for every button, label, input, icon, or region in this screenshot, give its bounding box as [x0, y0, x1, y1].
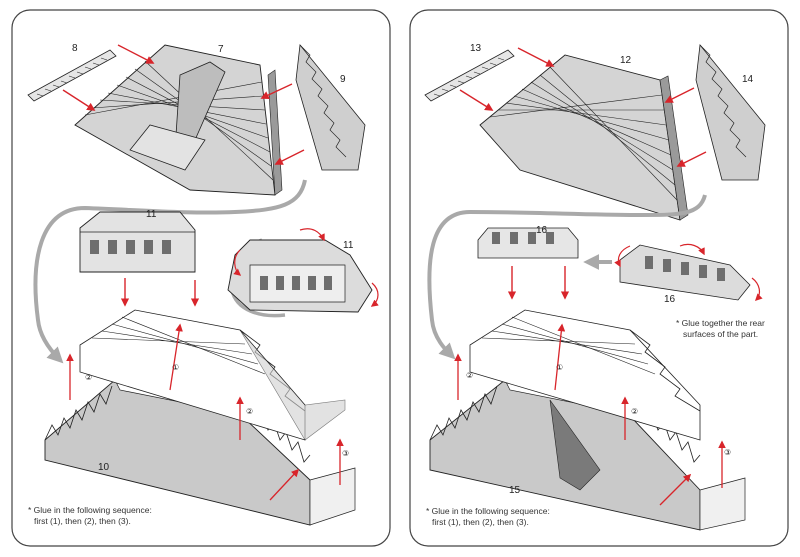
part-16b-box	[619, 244, 751, 301]
left-flow-arrow	[33, 179, 307, 364]
left-curl-arrows	[233, 228, 379, 307]
step-3-marker-right: ③	[724, 448, 731, 457]
left-note-line-1: * Glue in the following sequence:	[28, 505, 152, 515]
left-panel: 8 7 9 11 11 10 ① ② ② ③ * Glue in the fol…	[11, 9, 391, 547]
right-glue-note-line-1: * Glue together the rear	[676, 318, 765, 328]
right-upper-tier	[469, 309, 701, 441]
part-14-stair	[695, 44, 766, 181]
label-part-8: 8	[72, 43, 78, 54]
left-upper-tier	[79, 309, 346, 441]
step-2a-marker: ②	[85, 373, 92, 382]
right-flow-arrow	[427, 194, 707, 360]
part-8-strip	[27, 49, 117, 102]
right-mid-arrows	[507, 266, 570, 300]
label-part-10: 10	[98, 462, 110, 473]
right-assembly-arrows	[454, 323, 726, 506]
right-panel: 13 12 14 16 16 15 * Glue together the re…	[409, 9, 789, 547]
right-top-arrows	[459, 47, 707, 167]
right-curl-arrows	[614, 243, 763, 302]
right-note-line-1: * Glue in the following sequence:	[426, 506, 550, 516]
label-part-15: 15	[509, 485, 521, 496]
left-top-arrows	[62, 44, 305, 165]
step-2b-marker-right: ②	[631, 407, 638, 416]
step-1-marker: ①	[172, 363, 179, 372]
part-11a-box	[79, 211, 196, 273]
part-13-strip	[424, 49, 515, 102]
label-part-12: 12	[620, 55, 632, 66]
step-1-marker-right: ①	[556, 363, 563, 372]
left-assembly-arrows	[66, 323, 344, 501]
part-11b-box	[227, 239, 373, 313]
part-12-roof	[479, 54, 689, 221]
right-glue-note-line-2: surfaces of the part.	[683, 329, 758, 339]
left-mid-arrows	[120, 278, 200, 307]
label-part-16b: 16	[664, 294, 676, 305]
label-part-9: 9	[340, 74, 346, 85]
part-9-stair	[295, 44, 366, 171]
label-part-11b: 11	[343, 240, 354, 251]
step-3-marker: ③	[342, 449, 349, 458]
label-part-13: 13	[470, 43, 482, 54]
label-part-11a: 11	[146, 209, 157, 220]
label-part-16a: 16	[536, 225, 548, 236]
step-2a-marker-right: ②	[466, 371, 473, 380]
right-note-line-2: first (1), then (2), then (3).	[432, 517, 529, 527]
label-part-7: 7	[218, 44, 224, 55]
step-2b-marker: ②	[246, 407, 253, 416]
part-7-roof	[74, 44, 283, 196]
part-16a-box	[477, 227, 579, 259]
label-part-14: 14	[742, 74, 754, 85]
left-note-line-2: first (1), then (2), then (3).	[34, 516, 131, 526]
